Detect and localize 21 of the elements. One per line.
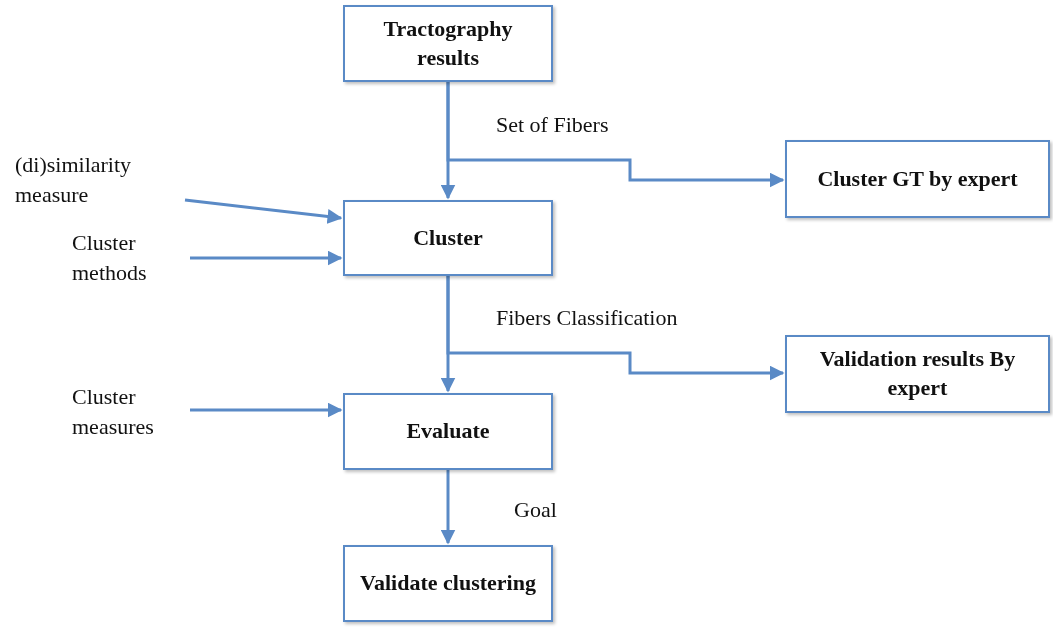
box-label: Validation results By expert <box>818 345 1017 402</box>
box-label: Cluster <box>412 223 484 252</box>
arrow <box>446 82 785 188</box>
arrow <box>440 470 456 545</box>
arrow <box>446 276 785 381</box>
input-label: Cluster measures <box>72 382 190 442</box>
process-box <box>785 335 1050 413</box>
box-label: Cluster GT by expert <box>816 164 1019 193</box>
box-label: Evaluate <box>405 417 491 446</box>
process-box <box>343 545 553 622</box>
arrow <box>190 250 343 266</box>
process-box <box>343 200 553 276</box>
process-box <box>343 393 553 470</box>
process-box <box>343 5 553 82</box>
box-label: Validate clustering <box>359 569 537 598</box>
input-label: Cluster methods <box>72 228 190 288</box>
arrow <box>184 198 343 224</box>
box-label: Tractography results <box>382 14 514 72</box>
process-box <box>785 140 1050 218</box>
arrow <box>190 402 343 418</box>
input-label: (di)similarity measure <box>15 150 185 210</box>
